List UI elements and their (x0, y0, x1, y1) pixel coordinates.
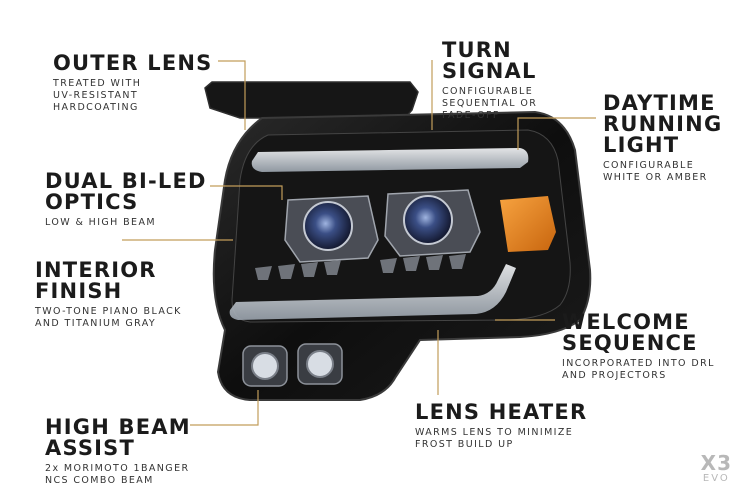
callout-outer-lens: OUTER LENS TREATED WITH UV-RESISTANT HAR… (53, 53, 212, 114)
turn-signal-desc: CONFIGURABLE SEQUENTIAL OR FADE-OFF (442, 86, 538, 121)
callout-turn-signal: TURN SIGNAL CONFIGURABLE SEQUENTIAL OR F… (442, 40, 537, 122)
leader-optics (210, 185, 283, 200)
logo-bottom-text: EVO (702, 473, 730, 484)
callout-drl: DAYTIME RUNNING LIGHT CONFIGURABLE WHITE… (603, 93, 722, 184)
leader-drl (517, 117, 596, 150)
welcome-desc: INCORPORATED INTO DRL AND PROJECTORS (562, 358, 715, 381)
turn-signal-title: TURN SIGNAL (442, 38, 537, 83)
callout-optics: DUAL BI-LED OPTICS LOW & HIGH BEAM (45, 171, 207, 229)
projector-lens-left (303, 201, 353, 251)
high-beam-desc: 2x MORIMOTO 1BANGER NCS COMBO BEAM (45, 463, 190, 486)
titanium-trim-teeth (255, 254, 466, 280)
welcome-title: WELCOME SEQUENCE (562, 310, 698, 355)
logo-top-text: X3 (700, 451, 732, 475)
x3-evo-logo: X3 EVO (701, 453, 732, 484)
amber-turn-signal (500, 196, 556, 252)
drl-desc: CONFIGURABLE WHITE OR AMBER (603, 160, 708, 183)
high-beam-title: HIGH BEAM ASSIST (45, 415, 191, 460)
heater-desc: WARMS LENS TO MINIMIZE FROST BUILD UP (415, 427, 574, 450)
leader-high-beam (190, 390, 259, 426)
outer-lens-title: OUTER LENS (53, 51, 213, 75)
leader-outer-lens (218, 60, 246, 130)
interior-title: INTERIOR FINISH (35, 258, 157, 303)
projector-lens-right (403, 195, 453, 245)
heater-title: LENS HEATER (415, 400, 588, 424)
callout-interior: INTERIOR FINISH TWO-TONE PIANO BLACK AND… (35, 260, 182, 330)
optics-title: DUAL BI-LED OPTICS (45, 169, 207, 214)
drl-title: DAYTIME RUNNING LIGHT (603, 91, 723, 157)
high-beam-lens-left (251, 352, 279, 380)
optics-desc: LOW & HIGH BEAM (45, 217, 156, 228)
drl-upper-bar (251, 148, 529, 172)
callout-welcome: WELCOME SEQUENCE INCORPORATED INTO DRL A… (562, 312, 715, 382)
interior-desc: TWO-TONE PIANO BLACK AND TITANIUM GRAY (35, 306, 182, 329)
leader-lines (122, 60, 596, 426)
outer-lens-desc: TREATED WITH UV-RESISTANT HARDCOATING (53, 78, 142, 113)
high-beam-lens-right (306, 350, 334, 378)
callout-high-beam: HIGH BEAM ASSIST 2x MORIMOTO 1BANGER NCS… (45, 417, 191, 487)
drl-lower-bar (229, 264, 516, 320)
callout-heater: LENS HEATER WARMS LENS TO MINIMIZE FROST… (415, 402, 587, 451)
mounting-bracket (204, 81, 419, 119)
